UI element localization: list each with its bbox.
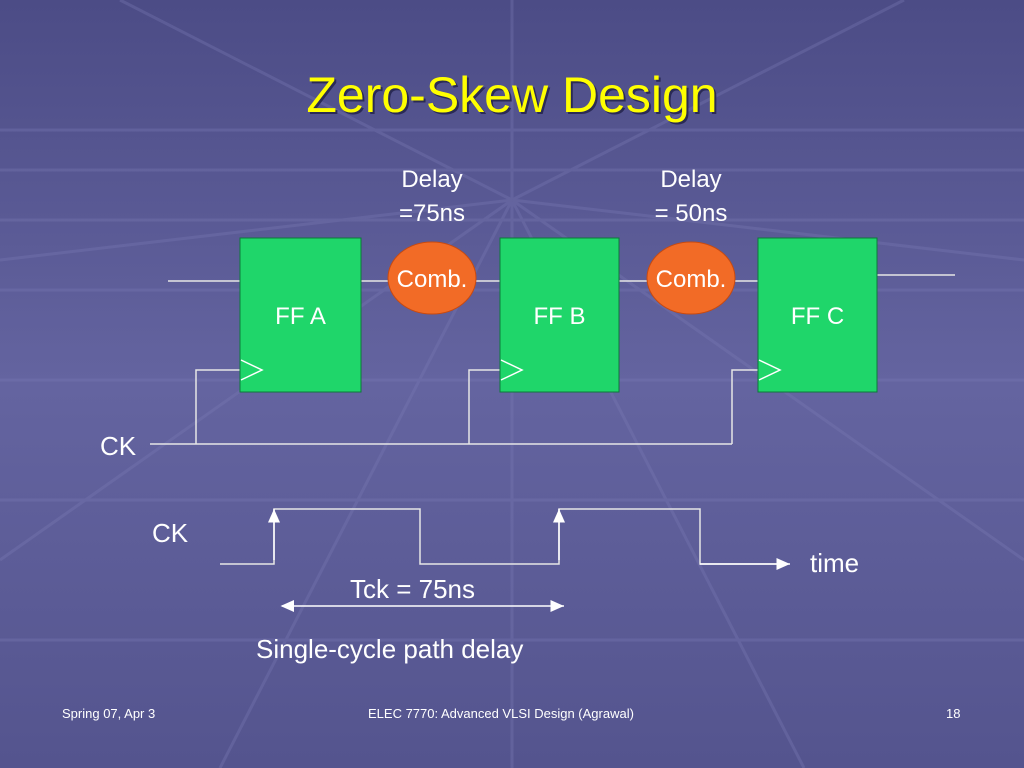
- ck-input-label: CK: [100, 431, 137, 461]
- delay-label-b-line2: = 50ns: [654, 200, 728, 227]
- flip-flop-a: [239, 237, 362, 393]
- ff-a-label: FF A: [275, 303, 326, 330]
- comb-2-label: Comb.: [655, 266, 727, 293]
- flip-flop-c: [757, 237, 878, 393]
- clock-input-triangles: [240, 359, 782, 381]
- delay-label-b: Delay = 50ns: [636, 163, 746, 231]
- footer-date: Spring 07, Apr 3: [62, 706, 156, 721]
- clock-wires: [150, 369, 758, 445]
- comb-logic-1: [387, 241, 477, 315]
- footer-page-number: 18: [946, 706, 961, 721]
- flip-flop-b: [499, 237, 620, 393]
- delay-label-a-line1: Delay: [401, 166, 463, 193]
- time-label: time: [810, 548, 860, 578]
- comb-logic-2: [646, 241, 736, 315]
- comb-1-label: Comb.: [396, 266, 468, 293]
- data-wires: [168, 274, 955, 282]
- timing-ck-label: CK: [152, 518, 189, 548]
- caption-label: Single-cycle path delay: [256, 634, 524, 664]
- delay-label-a: Delay =75ns: [380, 163, 484, 231]
- delay-label-b-line1: Delay: [660, 166, 722, 193]
- ff-c-label: FF C: [790, 303, 845, 330]
- footer-course: ELEC 7770: Advanced VLSI Design (Agrawal…: [368, 706, 634, 721]
- ff-b-label: FF B: [533, 303, 586, 330]
- slide-title: Zero-Skew Design: [306, 67, 718, 123]
- clock-waveform: [220, 508, 780, 565]
- tck-label: Tck = 75ns: [350, 574, 476, 604]
- delay-label-a-line2: =75ns: [398, 200, 466, 227]
